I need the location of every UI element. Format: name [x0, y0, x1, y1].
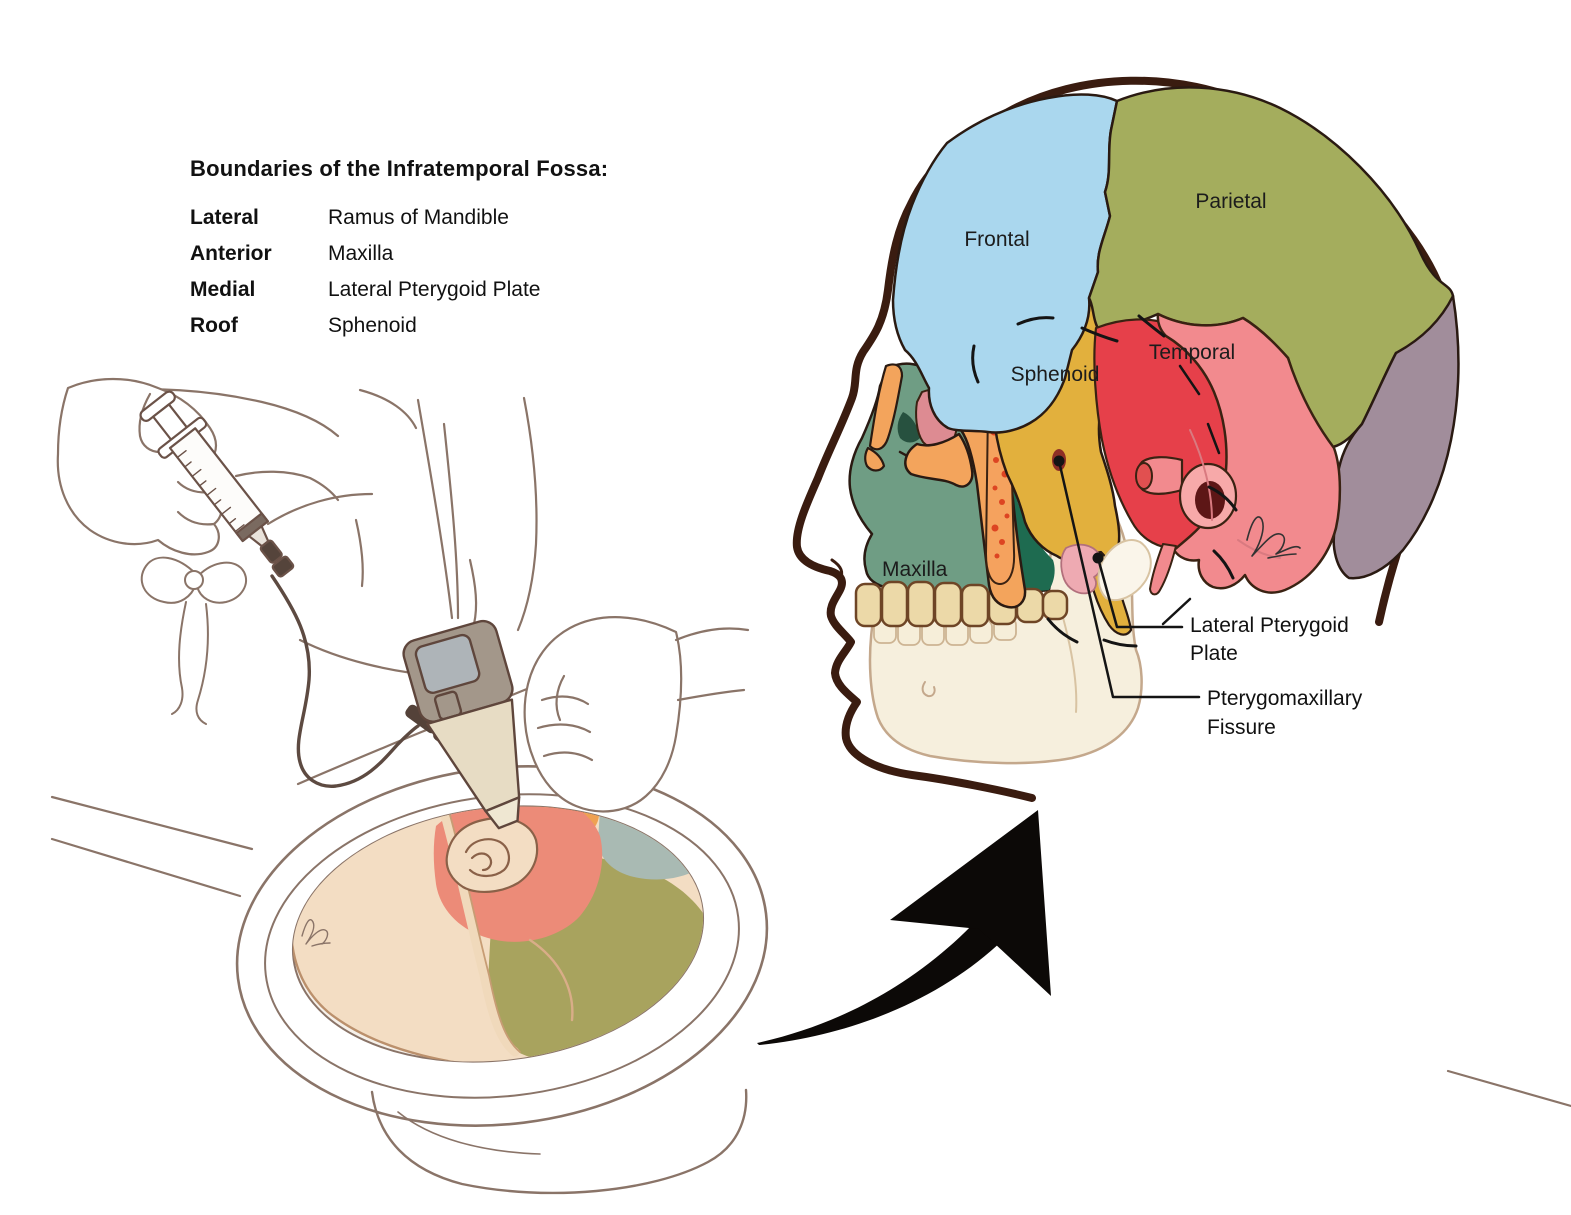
boundary-term: Roof: [190, 314, 238, 337]
skull-diagram: Frontal Parietal Temporal Sphenoid Maxil…: [792, 76, 1460, 802]
occipital-bone: [1332, 294, 1460, 580]
ultrasound-probe: [402, 619, 521, 830]
nasal-bone: [864, 363, 904, 472]
callout-labels: Lateral Pterygoid Plate Pterygomaxillary…: [1190, 614, 1363, 739]
panel-title: Boundaries of the Infratemporal Fossa:: [190, 156, 609, 181]
syringe-graduations: [176, 449, 245, 533]
zygomatic-process-cut-face: [1135, 462, 1153, 490]
temporal-crease-lines: [1189, 429, 1281, 559]
orbital-dark-wedge: [897, 412, 920, 443]
artist-signature: [1246, 516, 1301, 559]
suture-dashes: [971, 314, 1238, 648]
mental-foramen: [921, 681, 936, 698]
boundaries-table: Lateral Ramus of Mandible Anterior Maxil…: [190, 200, 608, 344]
table-row: Medial Lateral Pterygoid Plate: [190, 272, 608, 308]
boundary-term: Lateral: [190, 206, 259, 229]
table-row: Roof Sphenoid: [190, 308, 608, 344]
boundary-structure: Maxilla: [328, 242, 394, 265]
cheek-fold: [528, 938, 574, 1022]
boundary-term: Medial: [190, 278, 256, 301]
boundary-structure: Lateral Pterygoid Plate: [328, 278, 541, 301]
model-ear: [445, 816, 539, 893]
label-pterygomaxillary-fissure-1: Pterygomaxillary: [1207, 687, 1363, 710]
upper-teeth: [854, 580, 1069, 628]
zoom-arrow: [757, 810, 1051, 1045]
callout-leaders: [1057, 459, 1201, 699]
lateral-pterygoid-leader: [1096, 556, 1184, 629]
procedure-illustration: [50, 377, 1571, 1195]
pterygomaxillary-dot: [1053, 455, 1065, 467]
boundary-structure: Sphenoid: [328, 314, 417, 337]
bone-labels: Frontal Parietal Temporal Sphenoid Maxil…: [882, 190, 1267, 581]
temporal-bone: [1135, 312, 1342, 596]
label-lateral-pterygoid-plate-2: Plate: [1190, 642, 1238, 665]
pterygomaxillary-leader: [1057, 459, 1201, 699]
label-maxilla: Maxilla: [882, 558, 948, 581]
pterygoid-pink: [1060, 543, 1103, 595]
lateral-pterygoid-dot: [1092, 552, 1104, 564]
probe-screen: [414, 633, 481, 695]
lateral-pterygoid-dash: [1161, 597, 1192, 626]
nostril-line: [830, 558, 844, 581]
label-pterygomaxillary-fissure-2: Fissure: [1207, 716, 1276, 739]
mandible-condyle-patch: [1097, 539, 1152, 601]
styloid-process: [1149, 543, 1177, 596]
artist-signature: [301, 918, 331, 947]
gown-bow: [140, 556, 247, 725]
label-sphenoid: Sphenoid: [1011, 363, 1100, 386]
boundary-structure: Ramus of Mandible: [328, 206, 509, 229]
syringe: [139, 390, 295, 578]
label-temporal: Temporal: [1149, 341, 1235, 364]
temporal-label-leader: [1178, 364, 1221, 455]
boundaries-panel: Boundaries of the Infratemporal Fossa: L…: [190, 156, 608, 344]
table-row: Anterior Maxilla: [190, 236, 608, 272]
table-row: Lateral Ramus of Mandible: [190, 200, 608, 236]
sleeve-lines: [674, 627, 750, 702]
injection-tubing: [270, 574, 420, 788]
gloved-hand: [523, 616, 750, 813]
label-lateral-pterygoid-plate-1: Lateral Pterygoid: [1190, 614, 1349, 637]
boundary-term: Anterior: [190, 242, 272, 265]
glove-finger-lines: [536, 674, 594, 762]
label-frontal: Frontal: [964, 228, 1029, 251]
label-parietal: Parietal: [1195, 190, 1266, 213]
